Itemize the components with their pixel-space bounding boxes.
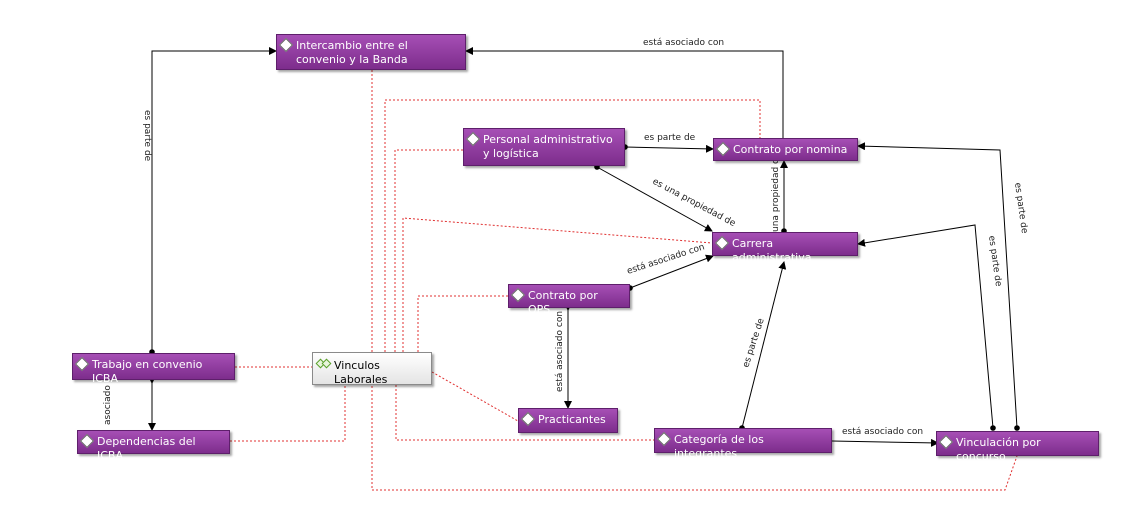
node-label: Intercambio entre el convenio y la Banda	[296, 39, 408, 66]
dotted-link-dependencias	[230, 385, 346, 442]
arrow-vinculacion-nomina	[857, 142, 1020, 431]
arrow-trabajo-intercambio	[149, 47, 277, 355]
diamond-icon	[938, 434, 954, 450]
node-label: Contrato por nomina	[733, 143, 848, 156]
arrow-personal-contrato	[622, 144, 714, 153]
node-label: Carrera administrativa	[732, 237, 812, 264]
node-intercambio[interactable]: Intercambio entre el convenio y la Banda	[276, 34, 466, 70]
diamond-icon	[520, 411, 536, 427]
node-contrato-ops[interactable]: Contrato por OPS	[508, 284, 630, 316]
dotted-link-intercambio	[371, 70, 1018, 491]
node-label: Contrato por OPS	[528, 289, 598, 316]
dotted-link-personal	[394, 149, 463, 352]
label-l2: es parte de	[142, 110, 152, 162]
arrow-personal-carrera	[594, 164, 713, 232]
dotted-links	[230, 70, 1018, 491]
label-l1: está asociado con	[643, 38, 724, 48]
concept-map-icon	[315, 358, 332, 369]
node-practicantes[interactable]: Practicantes	[518, 408, 618, 433]
dotted-link-contrato-ops	[417, 295, 508, 352]
dotted-link-carrera	[402, 217, 713, 352]
label-l11: es parte de	[986, 235, 1003, 288]
node-label: Categoría de los integrantes	[674, 433, 764, 460]
label-l7: está asociado con	[555, 311, 565, 392]
relation-labels: está asociado con es parte de es parte d…	[103, 38, 1029, 437]
label-l10: es parte de	[1012, 182, 1029, 235]
label-l5: una propiedad d	[771, 158, 781, 232]
diamond-icon	[465, 131, 481, 147]
relation-arrows	[148, 47, 1020, 447]
node-categoria[interactable]: Categoría de los integrantes	[654, 428, 832, 460]
diamond-icon	[714, 235, 730, 251]
dotted-link-practicantes	[431, 371, 519, 422]
diamond-icon	[278, 37, 294, 53]
arrow-categoria-carrera	[739, 261, 787, 431]
diamond-icon	[510, 287, 526, 303]
node-carrera[interactable]: Carrera administrativa	[712, 232, 858, 264]
diamond-icon	[656, 431, 672, 447]
label-l6: está asociado con	[626, 242, 706, 277]
label-l9: está asociado con	[842, 427, 923, 437]
node-label: Practicantes	[538, 413, 606, 426]
node-label: Vinculación por concurso	[956, 436, 1041, 463]
node-trabajo-icba[interactable]: Trabajo en convenio ICBA	[72, 353, 235, 385]
diamond-icon	[715, 141, 731, 157]
label-l8: es parte de	[741, 317, 766, 369]
node-dependencias[interactable]: Dependencias del ICBA	[77, 430, 230, 462]
dotted-link-contrato-nomina	[384, 99, 761, 352]
node-personal[interactable]: Personal administrativo y logística	[463, 128, 625, 166]
arrow-categoria-vinculacion	[824, 436, 939, 447]
label-l3: es parte de	[644, 133, 696, 143]
diamond-icon	[74, 356, 90, 372]
arrow-ops-carrera	[627, 254, 714, 291]
diamond-icon	[79, 433, 95, 449]
node-label: Personal administrativo y logística	[483, 133, 613, 160]
node-vinculos-laborales[interactable]: Vinculos Laborales	[312, 352, 432, 386]
node-vinculacion[interactable]: Vinculación por concurso	[936, 431, 1099, 463]
label-l12: asociado	[103, 385, 113, 425]
node-label: Dependencias del ICBA	[97, 435, 196, 462]
arrow-vinculacion-carrera	[857, 224, 996, 431]
node-contrato-nomina[interactable]: Contrato por nomina	[713, 138, 858, 161]
node-label: Trabajo en convenio ICBA	[92, 358, 203, 385]
node-label: Vinculos Laborales	[334, 359, 388, 386]
arrow-contrato-intercambio	[465, 47, 784, 138]
